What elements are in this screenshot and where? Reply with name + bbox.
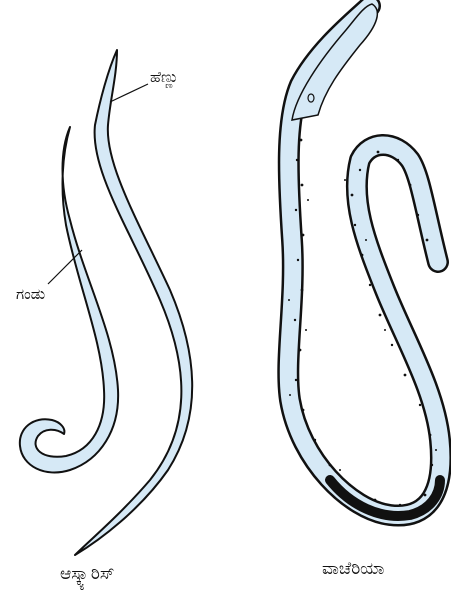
label-ascaris: ಆಸ್ಕ್ಯಾರಿಸ್ xyxy=(60,566,114,583)
label-wuchereria: ವಾಚೆರಿಯಾ xyxy=(322,561,384,578)
label-male: ಗಂಡು xyxy=(16,287,45,302)
label-female: ಹೆಣ್ಣು xyxy=(150,70,179,85)
female-leader-line xyxy=(110,84,148,102)
